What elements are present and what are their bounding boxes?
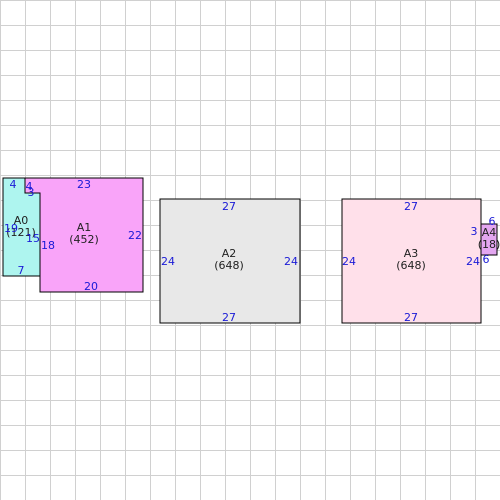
shape-a2-outline bbox=[159, 198, 301, 324]
shape-a2-area: (648) bbox=[214, 259, 244, 272]
shape-a3 bbox=[341, 198, 482, 324]
shape-a4-dim-top: 6 bbox=[489, 215, 496, 228]
shape-a1 bbox=[24, 177, 144, 293]
shape-a3-name: A3 bbox=[404, 247, 419, 260]
shape-a0-dim-bottom: 7 bbox=[18, 264, 25, 277]
shape-a1-area: (452) bbox=[69, 233, 99, 246]
shape-a1-dim-bottom: 20 bbox=[84, 280, 98, 293]
shape-a1-dim-notch-top: 4 bbox=[26, 180, 33, 193]
shape-a2-dim-right: 24 bbox=[284, 255, 298, 268]
shape-a3-dim-right: 24 bbox=[466, 255, 480, 268]
shape-a3-dim-bottom: 27 bbox=[404, 311, 418, 324]
shape-a0-area: (121) bbox=[6, 226, 36, 239]
shape-a4 bbox=[480, 223, 498, 256]
shape-a4-dim-left: 3 bbox=[471, 225, 478, 238]
shape-a2-name: A2 bbox=[222, 247, 237, 260]
shape-a0-dim-top: 4 bbox=[10, 178, 17, 191]
shape-a4-area: (18) bbox=[478, 238, 500, 251]
shape-a2-dim-top: 27 bbox=[222, 200, 236, 213]
shape-a0-dim-notch-vertical: 3 bbox=[28, 186, 35, 199]
shape-a3-dim-top: 27 bbox=[404, 200, 418, 213]
shape-a1-name: A1 bbox=[77, 221, 92, 234]
shape-a1-dim-right: 22 bbox=[128, 229, 142, 242]
shape-a2-dim-bottom: 27 bbox=[222, 311, 236, 324]
shape-a2 bbox=[159, 198, 301, 324]
shape-a0-dim-left: 19 bbox=[4, 222, 18, 235]
shape-a4-dim-bottom: 6 bbox=[483, 253, 490, 266]
shape-a3-outline bbox=[341, 198, 482, 324]
shape-a2-dim-left: 24 bbox=[161, 255, 175, 268]
shape-a1-outline bbox=[24, 177, 144, 293]
shape-a4-name: A4 bbox=[482, 226, 497, 239]
shape-a0-dim-right: 15 bbox=[26, 232, 40, 245]
shape-a4-outline bbox=[480, 223, 498, 256]
shape-a1-dim-top: 23 bbox=[77, 178, 91, 191]
shape-a3-area: (648) bbox=[396, 259, 426, 272]
shape-a0-name: A0 bbox=[14, 214, 29, 227]
shape-a3-dim-left: 24 bbox=[342, 255, 356, 268]
shape-a1-dim-left: 18 bbox=[41, 239, 55, 252]
